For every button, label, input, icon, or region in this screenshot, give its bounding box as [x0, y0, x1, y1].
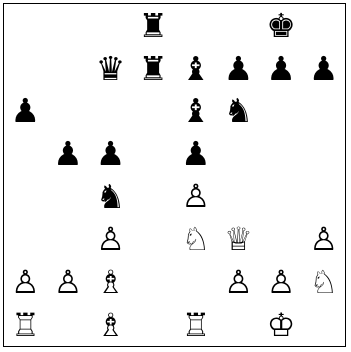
white-pawn-icon[interactable]: ♙	[11, 266, 40, 298]
black-knight-icon[interactable]: ♞	[224, 94, 254, 127]
square-c4[interactable]: ♞	[89, 175, 132, 218]
square-f5[interactable]	[217, 132, 260, 175]
black-pawn-icon[interactable]: ♟	[11, 94, 41, 127]
square-e6[interactable]: ♝	[175, 90, 218, 133]
white-bishop-icon[interactable]: ♗	[96, 309, 125, 341]
square-e3[interactable]: ♘	[175, 218, 218, 261]
black-rook-icon[interactable]: ♜	[138, 52, 168, 85]
square-a4[interactable]	[4, 175, 47, 218]
black-rook-icon[interactable]: ♜	[138, 9, 168, 42]
square-b5[interactable]: ♟	[47, 132, 90, 175]
white-pawn-icon[interactable]: ♙	[54, 266, 83, 298]
square-a7[interactable]	[4, 47, 47, 90]
square-h8[interactable]	[302, 4, 345, 47]
square-a5[interactable]	[4, 132, 47, 175]
square-f8[interactable]	[217, 4, 260, 47]
square-c1[interactable]: ♗	[89, 303, 132, 346]
square-f4[interactable]	[217, 175, 260, 218]
square-f3[interactable]: ♕	[217, 218, 260, 261]
square-b2[interactable]: ♙	[47, 261, 90, 304]
square-d5[interactable]	[132, 132, 175, 175]
square-a1[interactable]: ♖	[4, 303, 47, 346]
white-queen-icon[interactable]: ♕	[224, 223, 253, 255]
square-h6[interactable]	[302, 90, 345, 133]
black-queen-icon[interactable]: ♛	[96, 52, 126, 85]
square-h3[interactable]: ♙	[302, 218, 345, 261]
square-h7[interactable]: ♟	[302, 47, 345, 90]
square-d8[interactable]: ♜	[132, 4, 175, 47]
square-h4[interactable]	[302, 175, 345, 218]
black-king-icon[interactable]: ♚	[266, 9, 296, 42]
white-knight-icon[interactable]: ♘	[181, 223, 210, 255]
black-pawn-icon[interactable]: ♟	[309, 52, 339, 85]
black-bishop-icon[interactable]: ♝	[181, 52, 211, 85]
square-e2[interactable]	[175, 261, 218, 304]
square-c5[interactable]: ♟	[89, 132, 132, 175]
white-rook-icon[interactable]: ♖	[11, 309, 40, 341]
black-pawn-icon[interactable]: ♟	[96, 137, 126, 170]
white-bishop-icon[interactable]: ♗	[96, 266, 125, 298]
white-knight-icon[interactable]: ♘	[309, 266, 338, 298]
square-f7[interactable]: ♟	[217, 47, 260, 90]
square-a2[interactable]: ♙	[4, 261, 47, 304]
square-g1[interactable]: ♔	[260, 303, 303, 346]
square-a6[interactable]: ♟	[4, 90, 47, 133]
square-c6[interactable]	[89, 90, 132, 133]
square-d2[interactable]	[132, 261, 175, 304]
square-e7[interactable]: ♝	[175, 47, 218, 90]
square-c2[interactable]: ♗	[89, 261, 132, 304]
square-d4[interactable]	[132, 175, 175, 218]
white-pawn-icon[interactable]: ♙	[96, 223, 125, 255]
square-g2[interactable]: ♙	[260, 261, 303, 304]
chess-board: ♜ ♚ ♛ ♜ ♝ ♟ ♟ ♟ ♟ ♝ ♞ ♟ ♟ ♟ ♞ ♙ ♙ ♘ ♕ ♙ ♙ ♙ ♗ ♙ ♙ ♘ ♖ ♗ ♖ ♔	[3, 3, 346, 347]
square-g6[interactable]	[260, 90, 303, 133]
square-g8[interactable]: ♚	[260, 4, 303, 47]
square-e4[interactable]: ♙	[175, 175, 218, 218]
square-b6[interactable]	[47, 90, 90, 133]
square-g5[interactable]	[260, 132, 303, 175]
square-c8[interactable]	[89, 4, 132, 47]
square-a8[interactable]	[4, 4, 47, 47]
square-d7[interactable]: ♜	[132, 47, 175, 90]
square-f2[interactable]: ♙	[217, 261, 260, 304]
square-f6[interactable]: ♞	[217, 90, 260, 133]
square-d6[interactable]	[132, 90, 175, 133]
white-rook-icon[interactable]: ♖	[181, 309, 210, 341]
white-pawn-icon[interactable]: ♙	[181, 180, 210, 212]
square-e1[interactable]: ♖	[175, 303, 218, 346]
square-c3[interactable]: ♙	[89, 218, 132, 261]
square-f1[interactable]	[217, 303, 260, 346]
square-h1[interactable]	[302, 303, 345, 346]
white-pawn-icon[interactable]: ♙	[309, 223, 338, 255]
white-king-icon[interactable]: ♔	[267, 309, 296, 341]
black-pawn-icon[interactable]: ♟	[181, 137, 211, 170]
square-b3[interactable]	[47, 218, 90, 261]
square-h2[interactable]: ♘	[302, 261, 345, 304]
square-h5[interactable]	[302, 132, 345, 175]
white-pawn-icon[interactable]: ♙	[224, 266, 253, 298]
white-pawn-icon[interactable]: ♙	[267, 266, 296, 298]
black-pawn-icon[interactable]: ♟	[266, 52, 296, 85]
square-b7[interactable]	[47, 47, 90, 90]
square-g7[interactable]: ♟	[260, 47, 303, 90]
square-e8[interactable]	[175, 4, 218, 47]
black-knight-icon[interactable]: ♞	[96, 180, 126, 213]
board-grid: ♜ ♚ ♛ ♜ ♝ ♟ ♟ ♟ ♟ ♝ ♞ ♟ ♟ ♟ ♞ ♙ ♙ ♘ ♕ ♙ ♙ ♙ ♗ ♙ ♙ ♘ ♖ ♗ ♖ ♔	[4, 4, 345, 346]
black-pawn-icon[interactable]: ♟	[53, 137, 83, 170]
square-g3[interactable]	[260, 218, 303, 261]
square-b8[interactable]	[47, 4, 90, 47]
square-c7[interactable]: ♛	[89, 47, 132, 90]
square-b4[interactable]	[47, 175, 90, 218]
square-g4[interactable]	[260, 175, 303, 218]
square-e5[interactable]: ♟	[175, 132, 218, 175]
square-d1[interactable]	[132, 303, 175, 346]
black-bishop-icon[interactable]: ♝	[181, 94, 211, 127]
square-d3[interactable]	[132, 218, 175, 261]
square-a3[interactable]	[4, 218, 47, 261]
black-pawn-icon[interactable]: ♟	[224, 52, 254, 85]
square-b1[interactable]	[47, 303, 90, 346]
